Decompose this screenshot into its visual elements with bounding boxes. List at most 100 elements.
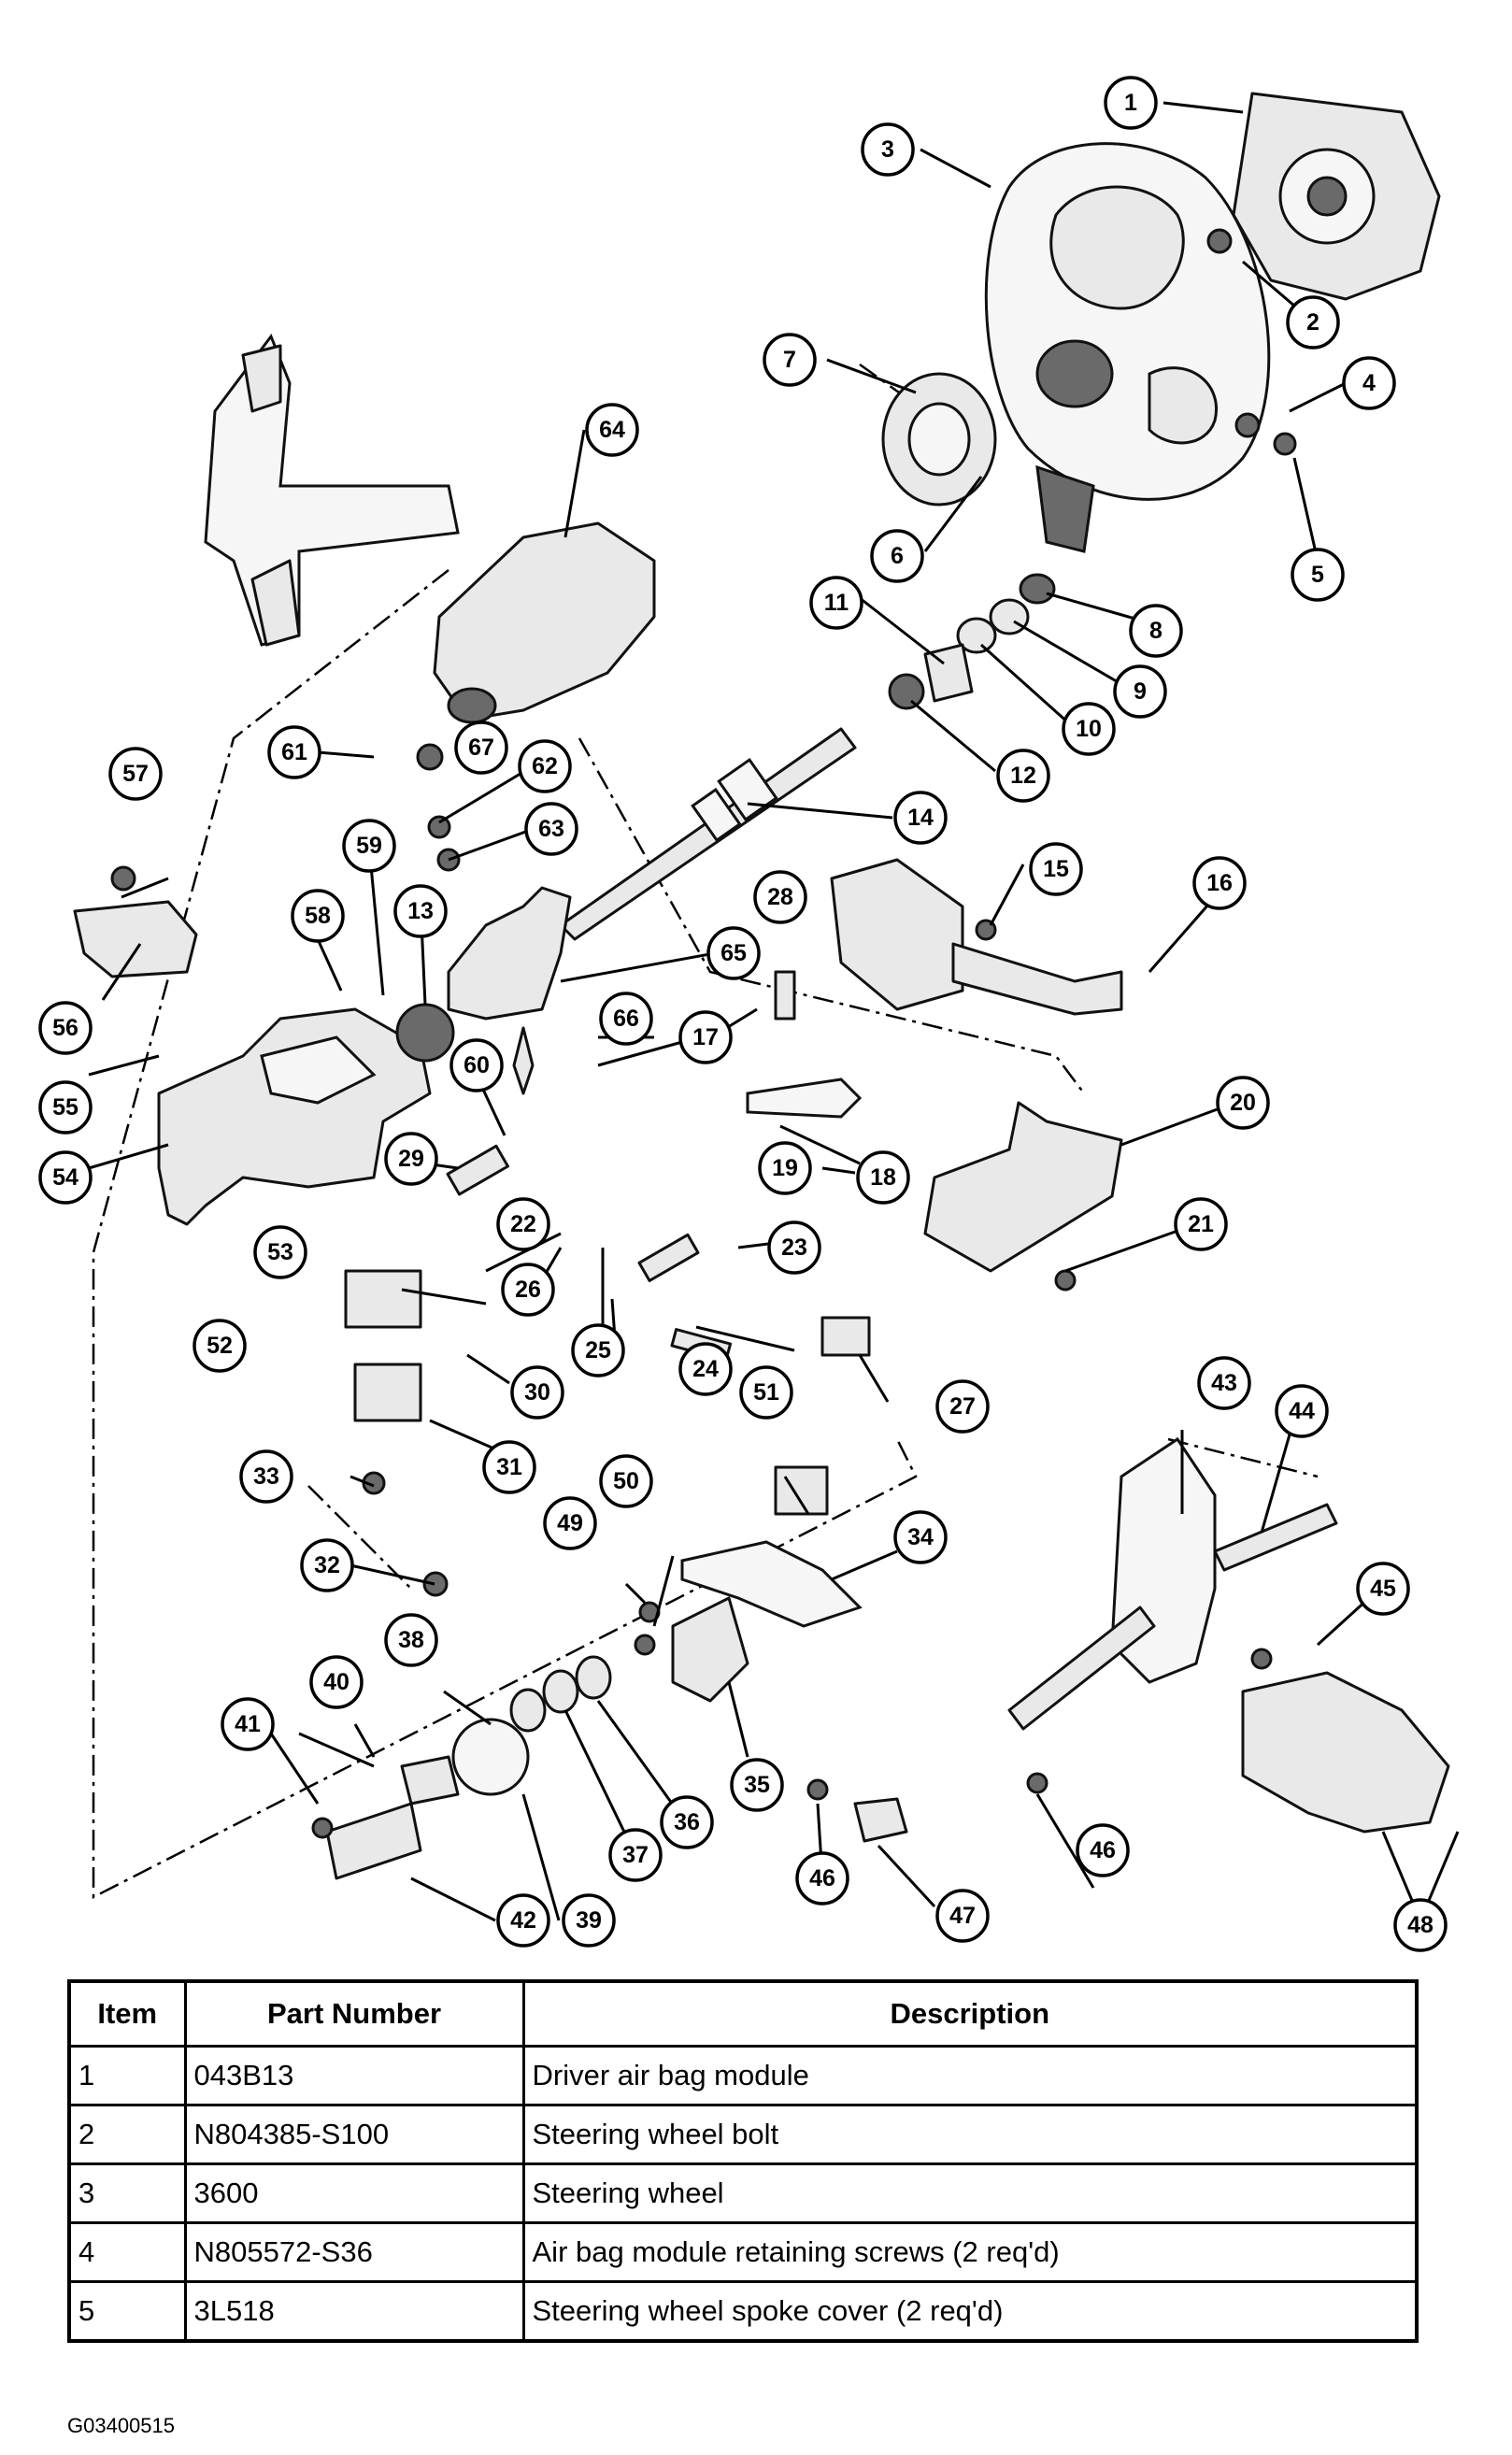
steering-shaft xyxy=(559,727,857,941)
svg-text:52: 52 xyxy=(207,1333,233,1359)
wiring-harness xyxy=(1241,1671,1450,1834)
svg-text:17: 17 xyxy=(692,1024,719,1050)
cell-description: Driver air bag module xyxy=(521,2045,1419,2106)
svg-text:26: 26 xyxy=(515,1277,541,1303)
svg-text:59: 59 xyxy=(356,833,382,859)
svg-text:43: 43 xyxy=(1211,1370,1237,1396)
svg-text:19: 19 xyxy=(772,1155,798,1181)
callout-9: 9 xyxy=(1113,664,1167,719)
callout-12: 12 xyxy=(996,749,1050,803)
cell-item: 4 xyxy=(67,2221,187,2283)
cell-item: 1 xyxy=(67,2045,187,2106)
figure-code: G03400515 xyxy=(67,2414,175,2437)
cell-part-number: 3L518 xyxy=(183,2280,525,2343)
callout-62: 62 xyxy=(518,739,572,793)
svg-text:39: 39 xyxy=(576,1907,602,1934)
callout-29: 29 xyxy=(384,1132,438,1186)
callout-50: 50 xyxy=(599,1454,653,1508)
lower-column xyxy=(1007,1436,1338,1731)
tilt-lever xyxy=(746,1078,863,1119)
callout-2: 2 xyxy=(1286,295,1340,350)
svg-text:3: 3 xyxy=(881,136,894,163)
callout-56: 56 xyxy=(38,1001,93,1055)
svg-text:53: 53 xyxy=(267,1239,293,1265)
callout-17: 17 xyxy=(678,1010,733,1064)
cell-part-number: 3600 xyxy=(183,2162,525,2224)
callout-26: 26 xyxy=(501,1263,555,1317)
callout-65: 65 xyxy=(706,926,761,980)
callout-52: 52 xyxy=(193,1319,247,1373)
callout-38: 38 xyxy=(384,1613,438,1667)
callout-8: 8 xyxy=(1129,604,1183,658)
svg-text:23: 23 xyxy=(781,1235,807,1261)
svg-text:56: 56 xyxy=(52,1015,78,1041)
svg-text:10: 10 xyxy=(1076,716,1102,742)
cell-description: Steering wheel bolt xyxy=(521,2104,1419,2165)
callout-30: 30 xyxy=(510,1365,564,1420)
svg-text:31: 31 xyxy=(496,1454,522,1480)
callout-34: 34 xyxy=(893,1510,948,1564)
callout-58: 58 xyxy=(291,889,345,943)
svg-text:1: 1 xyxy=(1124,90,1137,116)
upper-shroud xyxy=(433,521,656,724)
svg-text:49: 49 xyxy=(557,1510,583,1536)
svg-text:35: 35 xyxy=(744,1772,770,1798)
svg-text:7: 7 xyxy=(783,347,796,373)
callout-43: 43 xyxy=(1197,1356,1251,1410)
svg-text:6: 6 xyxy=(891,543,904,569)
callout-13: 13 xyxy=(393,884,448,938)
callout-40: 40 xyxy=(309,1655,364,1709)
callout-4: 4 xyxy=(1342,356,1396,410)
exploded-diagram: 1 2 3 4 5 6 7 8 9 10 11 12 13 14 15 16 1… xyxy=(38,76,1460,1952)
svg-text:8: 8 xyxy=(1149,618,1163,644)
callout-21: 21 xyxy=(1174,1197,1228,1251)
callout-64: 64 xyxy=(585,403,639,457)
callout-37: 37 xyxy=(608,1828,663,1882)
callout-28: 28 xyxy=(753,870,807,924)
callout-46-lower-right: 46 xyxy=(1076,1823,1130,1877)
svg-text:45: 45 xyxy=(1370,1576,1396,1602)
callout-55: 55 xyxy=(38,1080,93,1135)
callout-15: 15 xyxy=(1029,842,1083,896)
callout-44: 44 xyxy=(1275,1384,1329,1438)
cell-part-number: N805572-S36 xyxy=(183,2221,525,2283)
callout-47: 47 xyxy=(935,1889,990,1943)
cell-part-number: 043B13 xyxy=(183,2045,525,2106)
callout-45: 45 xyxy=(1356,1562,1410,1616)
callout-32: 32 xyxy=(300,1538,354,1592)
callout-27: 27 xyxy=(935,1379,990,1434)
callout-39: 39 xyxy=(562,1893,616,1948)
svg-text:50: 50 xyxy=(613,1468,639,1494)
svg-text:63: 63 xyxy=(538,816,564,842)
callout-54: 54 xyxy=(38,1150,93,1205)
svg-text:32: 32 xyxy=(314,1552,340,1578)
callout-42: 42 xyxy=(496,1893,550,1948)
svg-text:28: 28 xyxy=(767,884,793,910)
callout-19: 19 xyxy=(758,1141,812,1195)
callout-3: 3 xyxy=(861,122,915,177)
callout-23: 23 xyxy=(767,1220,821,1275)
svg-text:55: 55 xyxy=(52,1094,78,1120)
callout-67: 67 xyxy=(454,721,508,775)
svg-text:22: 22 xyxy=(510,1211,536,1237)
header-description: Description xyxy=(521,1979,1419,2048)
svg-text:38: 38 xyxy=(398,1627,424,1653)
callout-61: 61 xyxy=(267,725,321,779)
callout-24: 24 xyxy=(678,1342,733,1396)
callout-31: 31 xyxy=(482,1440,536,1494)
table-header-row: Item Part Number Description xyxy=(67,1979,1419,2048)
ignition-switch xyxy=(73,900,198,978)
callout-7: 7 xyxy=(763,333,817,387)
callout-25: 25 xyxy=(571,1323,625,1377)
svg-text:61: 61 xyxy=(281,739,307,765)
air-bag-module xyxy=(1232,92,1441,301)
svg-text:62: 62 xyxy=(532,753,558,779)
callout-51: 51 xyxy=(739,1365,793,1420)
table-row: 4 N805572-S36 Air bag module retaining s… xyxy=(67,2221,1419,2283)
svg-text:21: 21 xyxy=(1188,1211,1214,1237)
svg-text:24: 24 xyxy=(692,1356,719,1382)
svg-text:14: 14 xyxy=(907,805,934,831)
steering-wheel xyxy=(984,142,1271,501)
svg-text:34: 34 xyxy=(907,1524,934,1550)
callout-41: 41 xyxy=(221,1697,275,1751)
